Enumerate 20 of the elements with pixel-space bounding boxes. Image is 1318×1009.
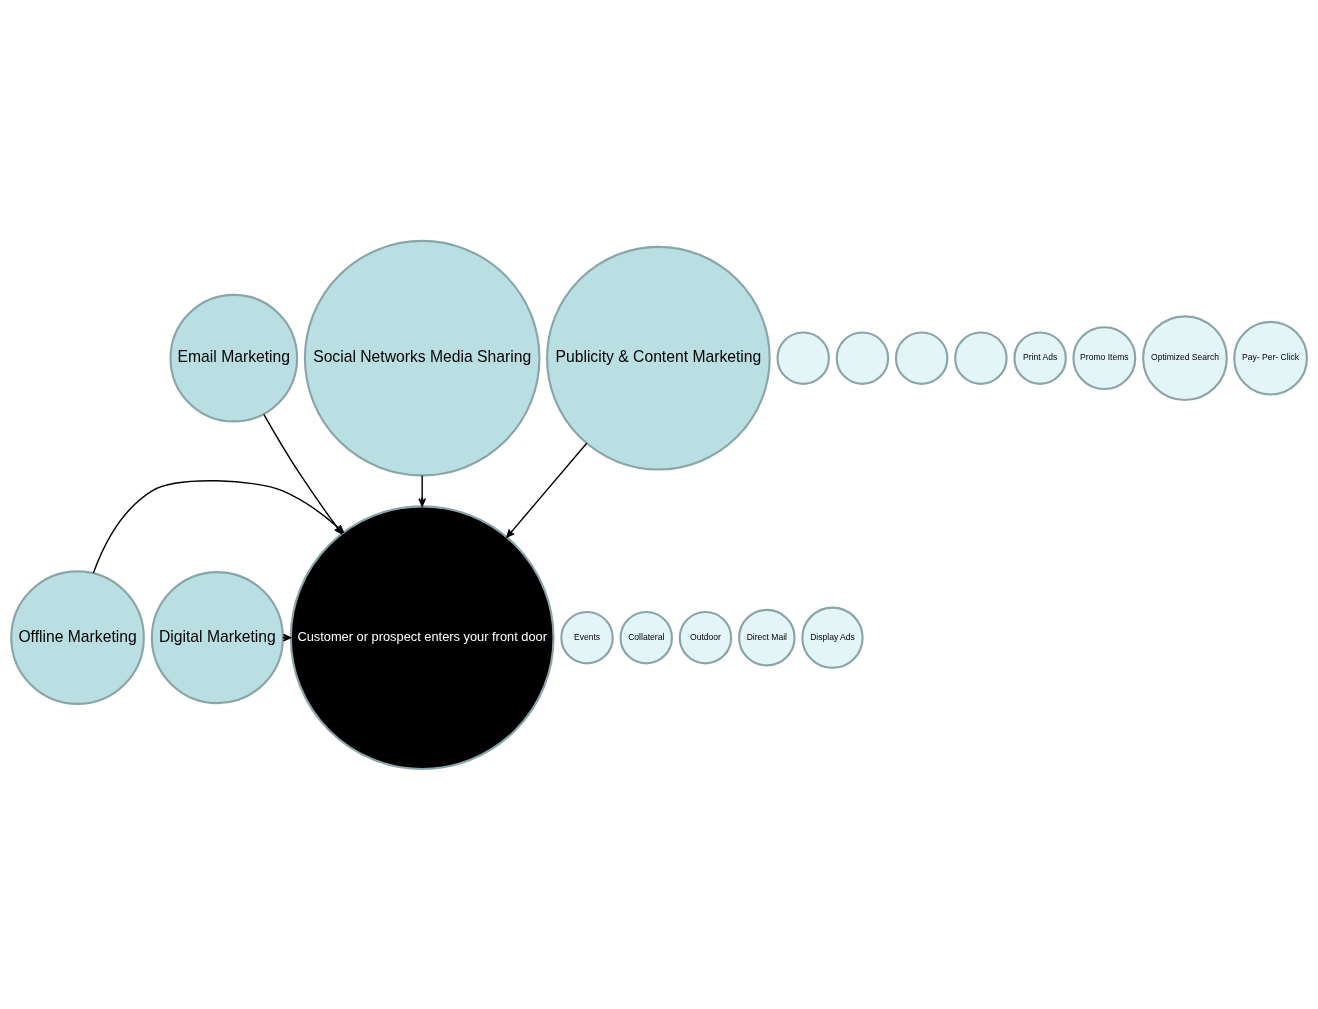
node-circle: Display Ads bbox=[801, 606, 864, 669]
arrow bbox=[506, 442, 588, 538]
node-circle: Pay- Per- Click bbox=[1233, 320, 1308, 396]
node-circle bbox=[954, 330, 1008, 385]
node-circle: Events bbox=[560, 610, 614, 664]
arrow bbox=[418, 474, 427, 507]
node-circle: Publicity & Content Marketing bbox=[546, 245, 771, 470]
node-circle: Customer or prospect enters your front door bbox=[289, 504, 555, 770]
node-circle: Print Ads bbox=[1013, 330, 1067, 385]
node-circle bbox=[894, 330, 949, 385]
node-circle: Optimized Search bbox=[1142, 314, 1228, 401]
node-circle: Collateral bbox=[619, 610, 673, 664]
node-circle: Offline Marketing bbox=[10, 569, 145, 705]
node-circle: Email Marketing bbox=[169, 293, 299, 422]
node-circle: Social Networks Media Sharing bbox=[303, 239, 541, 476]
node-circle: Promo Items bbox=[1072, 325, 1137, 390]
node-circle bbox=[776, 330, 830, 385]
node-circle: Outdoor bbox=[678, 610, 733, 664]
node-circle: Direct Mail bbox=[738, 608, 796, 666]
node-circle bbox=[835, 330, 890, 385]
